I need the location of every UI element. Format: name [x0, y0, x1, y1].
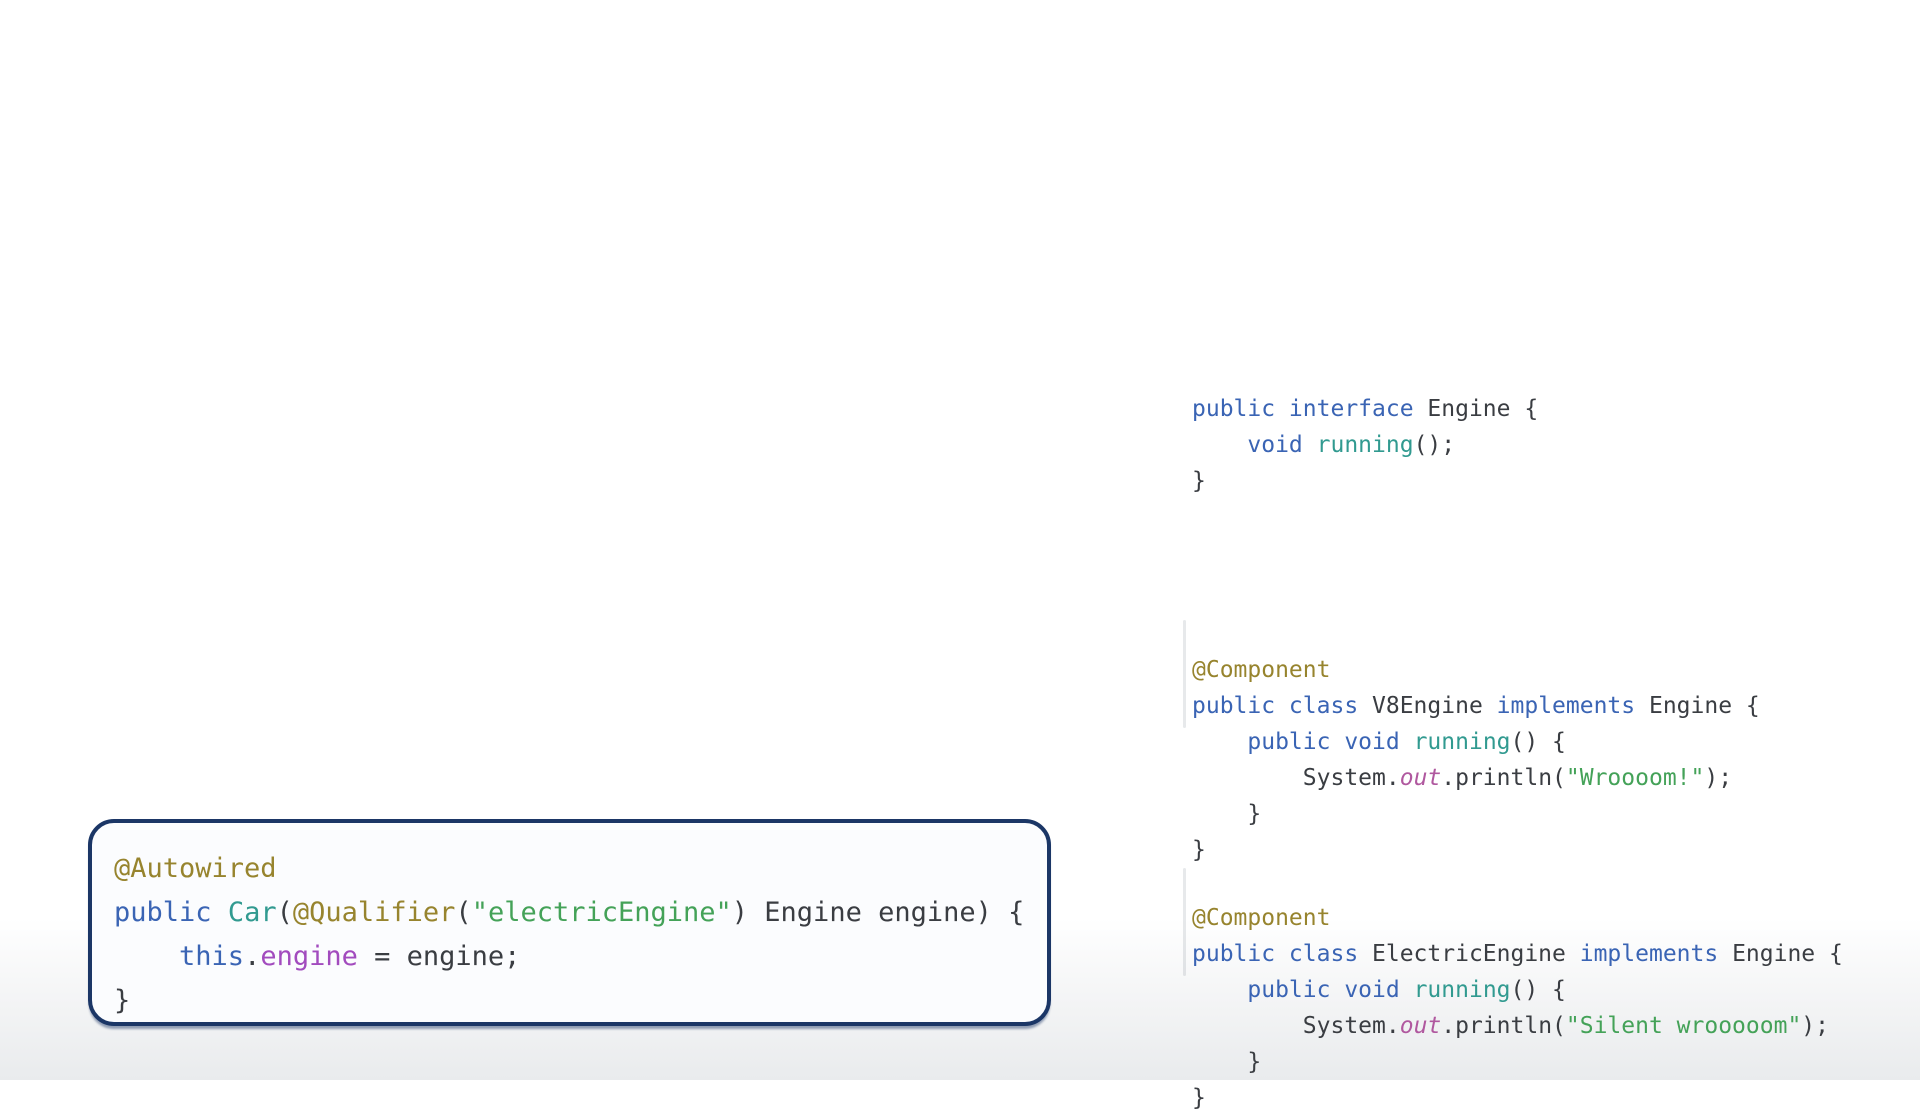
code-token-annotation: @Qualifier — [292, 897, 456, 928]
code-line: } — [1192, 832, 1760, 868]
code-line: public class ElectricEngine implements E… — [1192, 936, 1843, 972]
code-token-plain: () { — [1510, 977, 1566, 1003]
code-token-method: running — [1413, 977, 1511, 1003]
code-token-plain: ( — [276, 897, 293, 928]
code-token-plain: ) Engine engine) { — [731, 897, 1025, 928]
code-token-plain: ); — [1801, 1013, 1829, 1039]
code-token-plain: ); — [1704, 765, 1733, 791]
code-token-plain: } — [1192, 801, 1262, 827]
code-token-plain: System. — [1192, 1013, 1400, 1039]
code-token-keyword: implements — [1579, 941, 1719, 967]
code-token-plain: } — [1192, 468, 1206, 494]
code-token-plain — [1303, 432, 1317, 458]
code-token-plain: .println( — [1441, 1013, 1566, 1039]
code-line: public void running() { — [1192, 972, 1843, 1008]
code-token-keyword: public — [114, 897, 212, 928]
indent-guide — [1183, 868, 1186, 976]
code-token-plain — [1192, 729, 1247, 755]
code-line: } — [1192, 796, 1760, 832]
code-token-plain: } — [1192, 837, 1206, 863]
code-token-keyword: void — [1247, 432, 1303, 458]
code-token-annotation: @Component — [1192, 657, 1331, 683]
code-token-plain — [212, 897, 228, 928]
code-token-plain: } — [1192, 1049, 1262, 1075]
code-token-keyword: public class — [1192, 941, 1359, 967]
code-token-plain: . — [244, 941, 261, 972]
code-token-plain — [1400, 729, 1414, 755]
code-token-plain: Engine { — [1413, 396, 1539, 422]
code-token-plain: Engine { — [1635, 693, 1760, 719]
code-line: public Car(@Qualifier("electricEngine") … — [114, 891, 1024, 935]
code-line: @Component — [1192, 652, 1760, 688]
code-token-plain — [114, 941, 179, 972]
code-token-plain — [1192, 432, 1247, 458]
code-token-plain: Engine { — [1718, 941, 1843, 967]
code-line: } — [114, 979, 1024, 1023]
code-token-keyword: implements — [1496, 693, 1636, 719]
code-token-plain: = engine; — [357, 941, 521, 972]
code-token-field: engine — [260, 941, 358, 972]
code-token-plain: ( — [455, 897, 472, 928]
code-line: void running(); — [1192, 427, 1538, 463]
code-token-method: running — [1316, 432, 1414, 458]
code-token-string: "Wroooom!" — [1565, 765, 1705, 791]
code-line: System.out.println("Wroooom!"); — [1192, 760, 1760, 796]
code-token-string: "electricEngine" — [471, 897, 732, 928]
code-line: @Autowired — [114, 847, 1024, 891]
code-token-string: "Silent wrooooom" — [1565, 1013, 1802, 1039]
electricengine-class-code: @Component public class ElectricEngine im… — [1183, 792, 1843, 1116]
code-token-keyword: public void — [1247, 729, 1400, 755]
code-token-keyword: public class — [1192, 693, 1359, 719]
code-line: public void running() { — [1192, 724, 1760, 760]
code-token-plain — [1400, 977, 1414, 1003]
code-token-plain: System. — [1192, 765, 1400, 791]
code-token-plain: () { — [1510, 729, 1566, 755]
v8engine-class-code: @Component public class V8Engine implemen… — [1183, 544, 1760, 868]
code-token-plain: ElectricEngine — [1358, 941, 1580, 967]
code-token-static_field: out — [1399, 1013, 1442, 1039]
code-line: public interface Engine { — [1192, 391, 1538, 427]
code-token-keyword: this — [179, 941, 245, 972]
code-token-keyword: public void — [1247, 977, 1400, 1003]
code-token-plain: V8Engine — [1358, 693, 1497, 719]
code-line: this.engine = engine; — [114, 935, 1024, 979]
code-token-method: Car — [227, 897, 277, 928]
code-line: } — [1192, 1044, 1843, 1080]
code-token-method: running — [1413, 729, 1511, 755]
code-line: System.out.println("Silent wrooooom"); — [1192, 1008, 1843, 1044]
code-token-plain: } — [1192, 1085, 1206, 1111]
code-token-static_field: out — [1399, 765, 1442, 791]
code-line: } — [1192, 1080, 1843, 1116]
engine-interface-code: public interface Engine { void running()… — [1192, 391, 1538, 499]
code-token-annotation: @Component — [1192, 905, 1331, 931]
code-line: } — [1192, 463, 1538, 499]
code-token-plain: (); — [1413, 432, 1456, 458]
code-token-plain — [1192, 977, 1247, 1003]
code-token-keyword: public interface — [1192, 396, 1414, 422]
indent-guide — [1183, 620, 1186, 728]
code-token-annotation: @Autowired — [114, 853, 277, 884]
code-line: public class V8Engine implements Engine … — [1192, 688, 1760, 724]
code-line: @Component — [1192, 900, 1843, 936]
code-token-plain: } — [114, 985, 131, 1016]
code-token-plain: .println( — [1441, 765, 1566, 791]
